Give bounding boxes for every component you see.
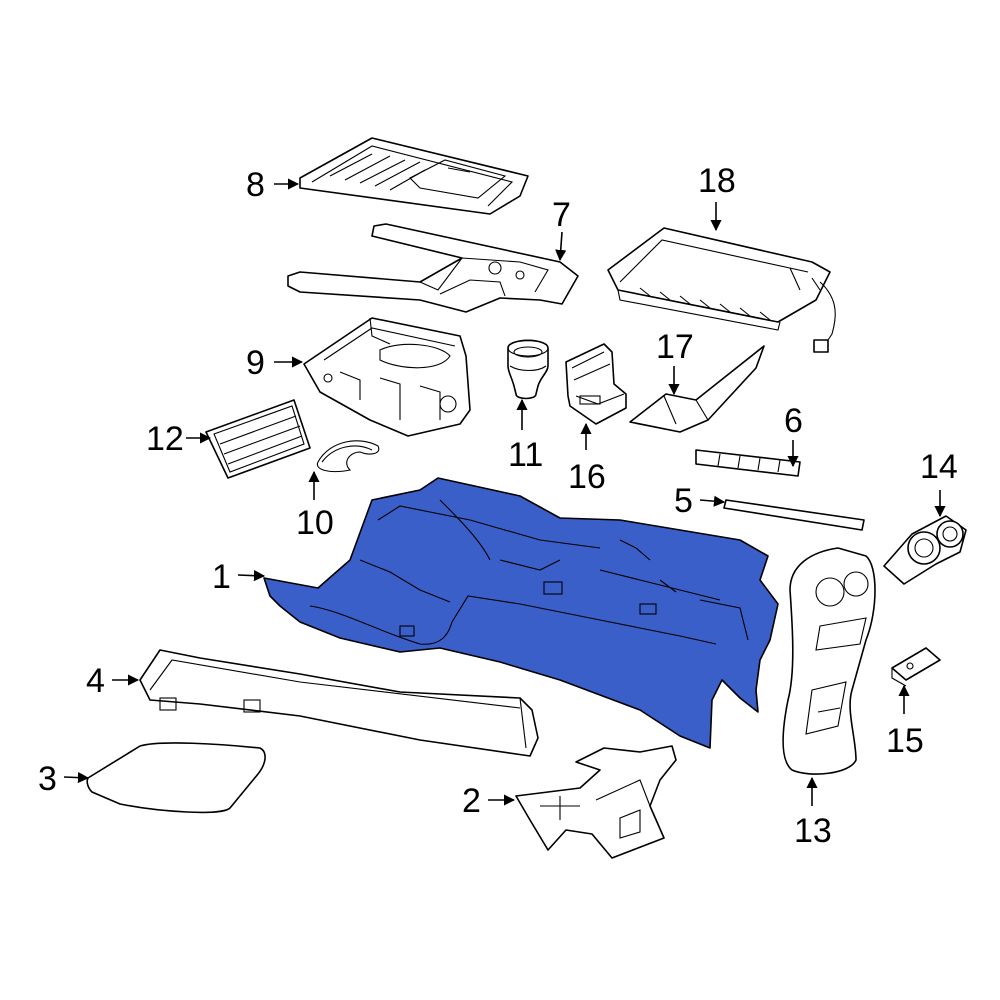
- part-9-console-bin-housing: [303, 317, 471, 437]
- part-8-console-top-panel: [299, 137, 529, 215]
- callout-9: 9: [246, 344, 265, 382]
- callout-14: 14: [920, 448, 958, 486]
- part-2-console-bracket: [515, 745, 677, 859]
- leader-3: [63, 771, 90, 784]
- part-13-rear-console-panel: [782, 547, 876, 775]
- part-17-tray-liner: [629, 345, 765, 433]
- callout-5: 5: [674, 482, 693, 520]
- callout-7: 7: [552, 196, 571, 234]
- callout-10: 10: [296, 504, 334, 542]
- part-5-trim-rail: [723, 499, 865, 531]
- part-15-clip: [891, 647, 941, 687]
- leader-lines: [63, 178, 946, 806]
- leader-7: [555, 231, 567, 262]
- callout-16: 16: [568, 458, 606, 496]
- part-3-floor-mat: [86, 742, 266, 814]
- part-12-storage-mat: [205, 399, 311, 479]
- callout-13: 13: [794, 812, 832, 850]
- callout-17: 17: [656, 328, 694, 366]
- part-6-trim-strip: [695, 449, 801, 477]
- leader-5: [699, 495, 726, 507]
- callout-15: 15: [886, 722, 924, 760]
- callout-4: 4: [86, 662, 105, 700]
- part-16-storage-bracket: [565, 343, 627, 425]
- part-18-armrest-lid: [607, 227, 836, 353]
- part-1-console-body-shape: [263, 477, 779, 749]
- part-7-shifter-bezel-frame: [287, 223, 579, 313]
- part-14-dual-cup-insert: [883, 515, 967, 585]
- callout-2: 2: [462, 782, 481, 820]
- callout-8: 8: [246, 166, 265, 204]
- callout-12: 12: [146, 420, 184, 458]
- callout-3: 3: [38, 760, 57, 798]
- part-11-cup-holder-insert: [507, 339, 549, 400]
- part-10-seal-ring: [316, 440, 380, 473]
- callout-6: 6: [784, 402, 803, 440]
- leader-1: [237, 570, 266, 582]
- part-1-console-body: [263, 477, 779, 749]
- callout-labels: 1 2 3 4 5 6 7 8 9 10 11 12 13 14 15 16 1…: [38, 162, 958, 850]
- part-4-side-trim-panel: [139, 649, 539, 757]
- callout-18: 18: [698, 162, 736, 200]
- callout-1: 1: [212, 558, 231, 596]
- callout-11: 11: [508, 436, 543, 474]
